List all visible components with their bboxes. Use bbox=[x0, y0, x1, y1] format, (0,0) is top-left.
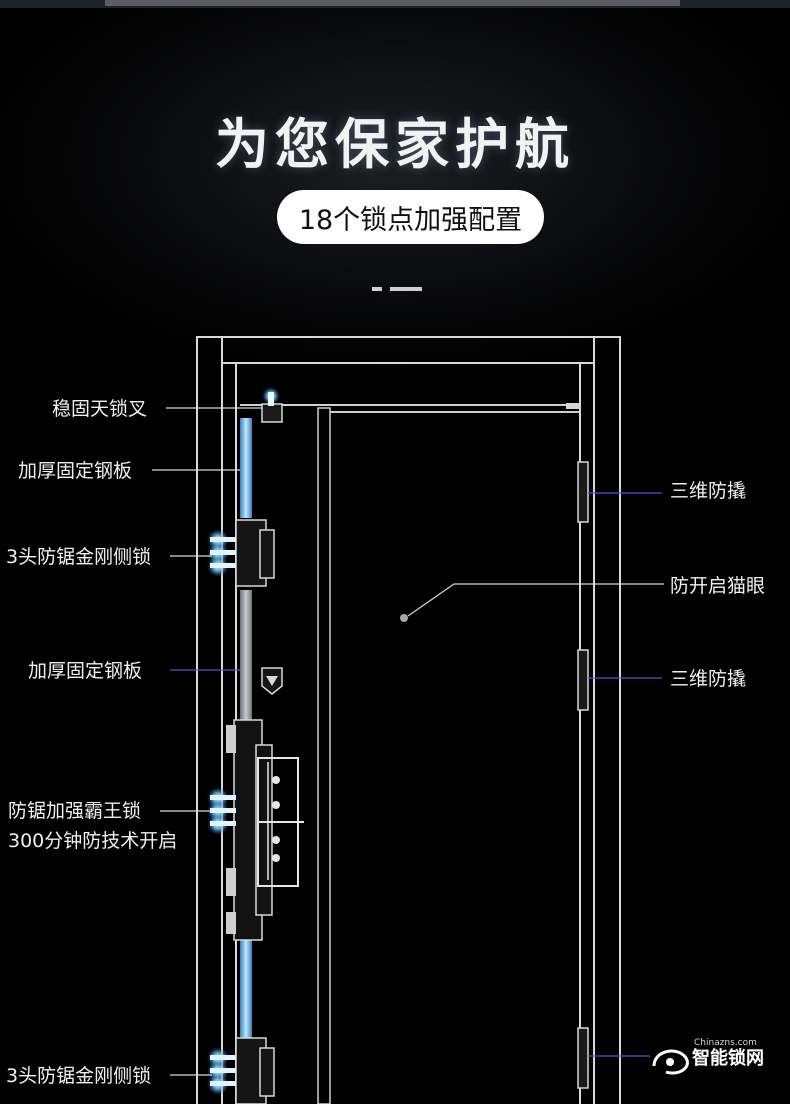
callout-steel-plate-2: 加厚固定钢板 bbox=[28, 660, 143, 682]
hinges bbox=[577, 461, 589, 1089]
frame-outer bbox=[196, 336, 621, 1104]
side-lock-lower bbox=[207, 1037, 275, 1104]
top-image-strip bbox=[0, 0, 790, 8]
main-lock-body bbox=[207, 719, 304, 941]
callout-side-lock-2: 3头防锯金刚侧锁 bbox=[6, 1065, 152, 1087]
door-stile bbox=[317, 407, 331, 1104]
top-lock-bolt bbox=[261, 387, 283, 423]
line-peephole bbox=[407, 583, 664, 617]
divider-dash-short bbox=[372, 287, 382, 291]
page-title: 为您保家护航 bbox=[215, 113, 575, 176]
peephole-icon bbox=[400, 614, 408, 622]
lock-logo-icon bbox=[652, 1049, 689, 1075]
top-image-strip-inner bbox=[105, 0, 680, 6]
divider-dash-long bbox=[390, 287, 422, 291]
steel-plate-upper bbox=[240, 418, 252, 518]
watermark-url: Chinazns.com bbox=[694, 1038, 757, 1048]
watermark-brand: 智能锁网 bbox=[692, 1048, 764, 1069]
steel-plate-lower bbox=[240, 940, 252, 1040]
callout-main-lock-title: 防锯加强霸王锁 bbox=[8, 800, 142, 822]
callout-hinge-1: 三维防撬 bbox=[670, 480, 747, 502]
door-leaf bbox=[240, 404, 580, 1104]
steel-plate-middle bbox=[240, 590, 252, 720]
callout-top-lock: 稳固天锁叉 bbox=[52, 398, 148, 420]
callout-lines bbox=[152, 407, 664, 1076]
callout-main-lock-detail: 300分钟防技术开启 bbox=[8, 830, 178, 852]
frame-inner bbox=[221, 362, 595, 1104]
callout-side-lock-1: 3头防锯金刚侧锁 bbox=[6, 546, 152, 568]
callout-peephole: 防开启猫眼 bbox=[670, 575, 766, 597]
hinge-lower bbox=[577, 1027, 589, 1089]
top-right-bolt bbox=[566, 403, 580, 409]
side-lock-upper bbox=[207, 519, 275, 587]
callout-hinge-2: 三维防撬 bbox=[670, 668, 747, 690]
door-frame bbox=[196, 336, 621, 1104]
key-cylinder bbox=[261, 667, 283, 695]
hinge-middle bbox=[577, 649, 589, 711]
callout-steel-plate-1: 加厚固定钢板 bbox=[18, 460, 133, 482]
hinge-upper bbox=[577, 461, 589, 523]
subtitle-badge: 18个锁点加强配置 bbox=[277, 190, 544, 244]
